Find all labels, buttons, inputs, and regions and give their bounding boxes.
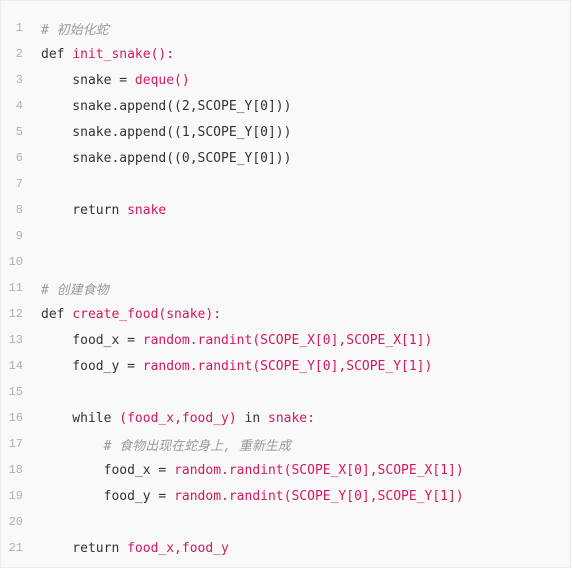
- code-token: snake.append((2,SCOPE_Y[0])): [41, 98, 292, 114]
- line-number: 13: [8, 333, 23, 347]
- code-token: food_x,food_y: [127, 540, 229, 556]
- code-token: food_y =: [41, 488, 175, 504]
- code-token: snake:: [268, 410, 315, 426]
- code-text: food_x = random.randint(SCOPE_X[0],SCOPE…: [41, 463, 464, 478]
- code-text: food_y = random.randint(SCOPE_Y[0],SCOPE…: [41, 489, 464, 504]
- code-line: 6 snake.append((0,SCOPE_Y[0])): [1, 145, 570, 171]
- line-number: 18: [8, 463, 23, 477]
- line-number: 15: [8, 385, 23, 399]
- code-token: create_food: [72, 306, 159, 322]
- code-text: # 初始化蛇: [41, 19, 109, 38]
- line-number: 19: [8, 489, 23, 503]
- code-text: # 食物出现在蛇身上, 重新生成: [41, 435, 291, 454]
- code-text: snake.append((2,SCOPE_Y[0])): [41, 99, 291, 114]
- code-token: (snake):: [158, 306, 222, 322]
- code-token: food_x =: [41, 332, 143, 348]
- code-token: food_y =: [41, 358, 143, 374]
- code-line: 14 food_y = random.randint(SCOPE_Y[0],SC…: [1, 353, 570, 379]
- line-number: 1: [15, 21, 23, 35]
- code-token: def: [41, 306, 73, 322]
- line-number: 6: [15, 151, 23, 165]
- code-token: (food_x,food_y): [119, 410, 245, 426]
- line-number: 14: [8, 359, 23, 373]
- line-number: 16: [8, 411, 23, 425]
- code-line: 2 def init_snake():: [1, 41, 570, 67]
- line-number: 20: [8, 515, 23, 529]
- code-line: 16 while (food_x,food_y) in snake:: [1, 405, 570, 431]
- line-number: 21: [8, 541, 23, 555]
- code-token: snake.append((1,SCOPE_Y[0])): [41, 124, 292, 140]
- code-token: snake: [127, 202, 167, 218]
- code-line: 5 snake.append((1,SCOPE_Y[0])): [1, 119, 570, 145]
- code-token: def: [41, 46, 73, 62]
- code-comment: # 食物出现在蛇身上, 重新生成: [41, 438, 291, 454]
- line-number: 8: [15, 203, 23, 217]
- code-text: food_y = random.randint(SCOPE_Y[0],SCOPE…: [41, 359, 432, 374]
- code-token: deque(): [134, 72, 190, 88]
- line-number: 11: [8, 281, 23, 295]
- code-token: random.randint(SCOPE_Y[0],SCOPE_Y[1]): [174, 488, 464, 504]
- code-token: in: [244, 410, 268, 426]
- code-line: 4 snake.append((2,SCOPE_Y[0])): [1, 93, 570, 119]
- code-token: return: [41, 202, 128, 218]
- code-comment: # 创建食物: [41, 282, 109, 298]
- code-line: 3 snake = deque(): [1, 67, 570, 93]
- code-line: 17 # 食物出现在蛇身上, 重新生成: [1, 431, 570, 457]
- code-line: 11 # 创建食物: [1, 275, 570, 301]
- code-token: ():: [150, 46, 175, 62]
- code-text: food_x = random.randint(SCOPE_X[0],SCOPE…: [41, 333, 432, 348]
- code-text: snake = deque(): [41, 72, 190, 88]
- line-number: 9: [15, 229, 23, 243]
- code-line: 9: [1, 223, 570, 249]
- line-number: 10: [8, 255, 23, 269]
- code-token: random.randint(SCOPE_X[0],SCOPE_X[1]): [142, 332, 433, 348]
- code-line: 8 return snake: [1, 197, 570, 223]
- line-number: 12: [8, 307, 23, 321]
- line-number: 17: [8, 437, 23, 451]
- code-line: 19 food_y = random.randint(SCOPE_Y[0],SC…: [1, 483, 570, 509]
- code-line: 1 # 初始化蛇: [1, 15, 570, 41]
- code-line: 13 food_x = random.randint(SCOPE_X[0],SC…: [1, 327, 570, 353]
- code-token: snake =: [41, 72, 135, 88]
- code-token: while: [41, 410, 120, 426]
- code-comment: # 初始化蛇: [41, 22, 109, 38]
- code-text: return food_x,food_y: [41, 541, 229, 556]
- code-token: init_snake: [72, 46, 151, 62]
- code-text: snake.append((0,SCOPE_Y[0])): [41, 151, 291, 166]
- line-number: 5: [15, 125, 23, 139]
- code-token: return: [41, 540, 128, 556]
- code-text: def create_food(snake):: [41, 307, 221, 322]
- line-number: 2: [15, 47, 23, 61]
- code-text: # 创建食物: [41, 279, 109, 298]
- code-line: 12 def create_food(snake):: [1, 301, 570, 327]
- code-line: 18 food_x = random.randint(SCOPE_X[0],SC…: [1, 457, 570, 483]
- code-text: snake.append((1,SCOPE_Y[0])): [41, 125, 291, 140]
- code-token: snake.append((0,SCOPE_Y[0])): [41, 150, 292, 166]
- code-token: food_x =: [41, 462, 175, 478]
- code-line: 7: [1, 171, 570, 197]
- code-text: return snake: [41, 203, 166, 218]
- code-token: random.randint(SCOPE_X[0],SCOPE_X[1]): [174, 462, 464, 478]
- line-number: 7: [15, 177, 23, 191]
- code-line: 20: [1, 509, 570, 535]
- code-token: random.randint(SCOPE_Y[0],SCOPE_Y[1]): [142, 358, 433, 374]
- code-line: 10: [1, 249, 570, 275]
- code-text: while (food_x,food_y) in snake:: [41, 411, 315, 426]
- line-number: 4: [15, 99, 23, 113]
- code-line: 15: [1, 379, 570, 405]
- code-line: 21 return food_x,food_y: [1, 535, 570, 561]
- line-number: 3: [15, 73, 23, 87]
- code-text: def init_snake():: [41, 47, 174, 62]
